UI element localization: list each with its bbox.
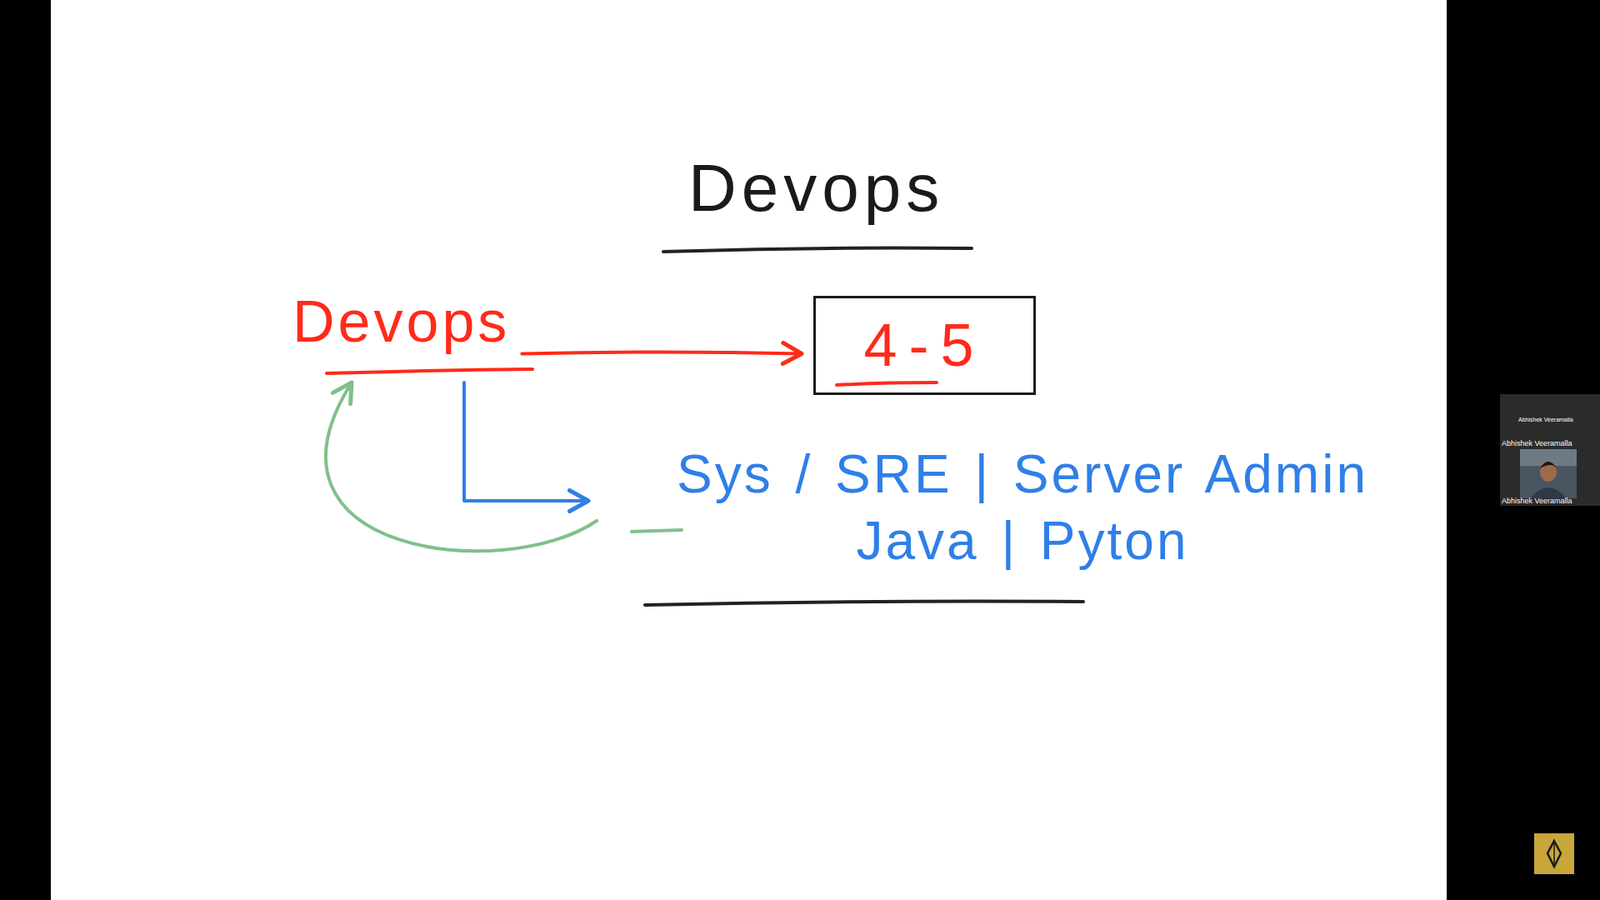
webcam-person-face bbox=[1540, 461, 1557, 482]
title-underline bbox=[663, 248, 972, 253]
diagram-title: Devops bbox=[688, 146, 945, 230]
webcam-window-title: Abhishek Veeramalla bbox=[1518, 416, 1574, 423]
app-icon bbox=[1534, 833, 1575, 875]
webcam-person-hair bbox=[1540, 461, 1557, 469]
role-list-text: Java | Pyton bbox=[601, 507, 1444, 575]
arrow-connector bbox=[521, 352, 802, 355]
list-underline bbox=[645, 601, 1084, 606]
elbow-arrow-connector bbox=[464, 382, 589, 501]
sys-underline bbox=[631, 530, 682, 532]
webcam-panel bbox=[1500, 394, 1600, 506]
app-icon-background bbox=[1534, 833, 1575, 875]
app-icon-glyph bbox=[1547, 840, 1561, 867]
curved-arrow-connector bbox=[325, 382, 597, 551]
participant-name: Abhishek Veeramalla bbox=[1501, 439, 1573, 448]
app-icon-glyph-line bbox=[1553, 840, 1555, 867]
role-list-text: Sys / SRE | Server Admin bbox=[601, 440, 1444, 508]
topic-text: Devops bbox=[292, 284, 510, 376]
value-underline bbox=[836, 382, 937, 385]
participant-name: Abhishek Veeramalla bbox=[1501, 496, 1573, 505]
role-list: Sys / SRE | Server AdminJava | Pyton bbox=[601, 440, 1444, 575]
webcam-video bbox=[1520, 449, 1577, 499]
topic-text-text: Devops bbox=[292, 284, 510, 360]
value-box: 4-5 bbox=[813, 295, 1036, 395]
webcam-thumbnail bbox=[1500, 394, 1600, 506]
devops-underline bbox=[326, 369, 533, 374]
value-box-text: 4-5 bbox=[824, 303, 1025, 387]
